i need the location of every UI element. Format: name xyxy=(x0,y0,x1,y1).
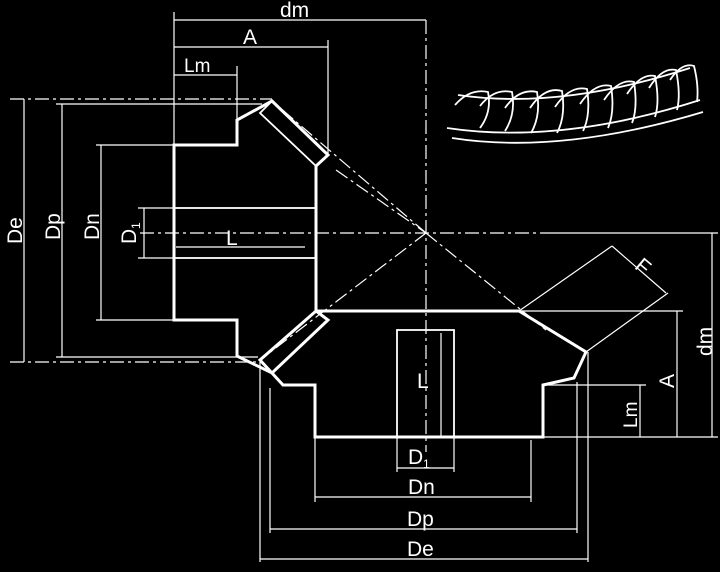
dn-left-label: Dn xyxy=(81,213,104,240)
centre-lines xyxy=(140,20,547,452)
spiral-teeth-illustration xyxy=(446,64,704,144)
a-right-label: A xyxy=(656,374,679,388)
dn-bottom-label: Dn xyxy=(408,476,435,499)
d1-bottom-label: D xyxy=(408,446,423,469)
pinion-section xyxy=(172,99,331,375)
top-dimensions: dm A Lm xyxy=(173,0,426,155)
d1-left-label: D xyxy=(118,229,141,244)
l-pinion-label: L xyxy=(226,227,238,250)
dp-left-label: Dp xyxy=(42,213,65,240)
lm-top-label: Lm xyxy=(184,56,210,77)
de-bottom-label: De xyxy=(407,538,434,561)
de-left-label: De xyxy=(4,217,27,244)
dp-bottom-label: Dp xyxy=(407,508,434,531)
left-dimensions: De Dp Dn D 1 L xyxy=(4,98,305,363)
right-dimensions: F dm A Lm L xyxy=(417,232,718,438)
d1-left-subscript: 1 xyxy=(129,222,143,229)
f-face-label: F xyxy=(630,254,655,280)
d1-bottom-subscript: 1 xyxy=(423,457,430,471)
l-gear-label: L xyxy=(417,370,429,393)
dm-top-label: dm xyxy=(280,0,309,22)
dm-right-label: dm xyxy=(694,327,717,356)
lm-right-label: Lm xyxy=(621,402,642,428)
a-top-label: A xyxy=(243,26,257,49)
bottom-dimensions: D 1 Dn Dp De xyxy=(259,352,589,562)
